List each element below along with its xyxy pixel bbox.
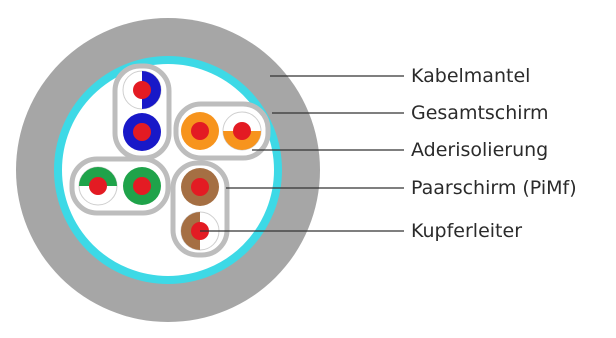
blue-stripe	[142, 71, 161, 109]
copper-conductor	[89, 177, 107, 195]
orange-stripe	[223, 131, 261, 150]
brown-stripe	[181, 212, 200, 250]
copper-conductor	[233, 122, 251, 140]
leader-lines	[200, 75, 404, 232]
copper-conductor	[133, 81, 151, 99]
copper-conductor	[133, 123, 151, 141]
label-conductor-insulation: Aderisolierung	[411, 139, 548, 161]
pair-blue	[112, 63, 172, 161]
pair-orange	[173, 101, 271, 161]
copper-conductor	[191, 122, 209, 140]
label-pair-shield: Paarschirm (PiMf)	[411, 177, 577, 199]
label-copper-conductor: Kupferleiter	[411, 220, 522, 242]
pair-brown	[170, 160, 230, 258]
copper-conductor	[133, 177, 151, 195]
label-jacket: Kabelmantel	[411, 65, 530, 87]
label-overall-shield: Gesamtschirm	[411, 102, 549, 124]
green-stripe	[79, 167, 117, 186]
pair-green	[69, 156, 171, 216]
copper-conductor	[191, 178, 209, 196]
